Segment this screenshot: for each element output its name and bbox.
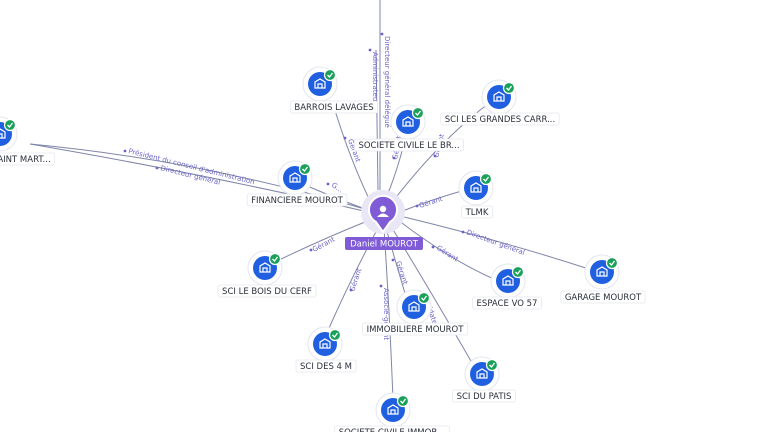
edge-sci-bois <box>274 219 371 263</box>
company-label-bg <box>289 100 379 114</box>
company-label: ESPACE VO 57 <box>477 299 538 309</box>
edge-arrow-saint-mart <box>155 166 159 170</box>
company-label-bg <box>295 359 357 373</box>
verified-check-icon <box>396 394 410 408</box>
edge-label-tlmk: Gérant <box>418 195 444 210</box>
company-label-bg <box>560 290 646 304</box>
company-node-espace[interactable]: ESPACE VO 57 <box>472 263 542 310</box>
edge-label-espace: Gérant <box>435 244 460 264</box>
edge-arrow-garage <box>461 230 465 234</box>
edge-espace <box>397 219 497 281</box>
company-label: TLMK <box>465 208 489 218</box>
company-node-tlmk[interactable]: TLMK <box>458 170 494 219</box>
person-icon <box>377 205 389 217</box>
edge-label-sc-immob: Associé-gérant <box>382 288 390 340</box>
company-label-bg <box>217 284 317 298</box>
company-label: SOCIETE CIVILE IMMOB... <box>339 428 446 432</box>
verified-check-icon <box>411 106 425 120</box>
company-label: BARROIS LAVAGES <box>294 103 373 113</box>
edge-garage <box>399 215 593 271</box>
company-label: IMMOBILIERE MOUROT <box>367 325 465 335</box>
verified-check-icon <box>328 328 342 342</box>
edge-top-offscreen <box>375 49 379 191</box>
edge-arrow-financiere <box>326 182 330 186</box>
edge-arrow-immobiliere <box>391 258 395 262</box>
company-label-bg <box>334 425 450 432</box>
company-label-bg <box>452 389 516 403</box>
company-node-financiere[interactable]: FINANCIERE MOUROT <box>246 160 348 207</box>
verified-check-icon <box>511 265 525 279</box>
company-label: SCI DES 4 M <box>300 362 352 372</box>
edge-arrow-barrois <box>343 136 347 140</box>
verified-check-icon <box>502 81 516 95</box>
company-node-sci-grandes[interactable]: SCI LES GRANDES CARR... <box>440 79 560 126</box>
company-node-sci-bois[interactable]: SCI LE BOIS DU CERF <box>217 250 317 298</box>
verified-check-icon <box>479 172 493 186</box>
verified-check-icon <box>268 252 282 266</box>
company-label: AINT MART... <box>0 155 51 165</box>
company-node-sc-immob[interactable]: SOCIETE CIVILE IMMOB... <box>334 392 450 432</box>
company-node-sci-4m[interactable]: SCI DES 4 M <box>295 326 357 373</box>
company-node-immobiliere[interactable]: IMMOBILIERE MOUROT <box>362 289 468 336</box>
company-node-barrois[interactable]: BARROIS LAVAGES <box>289 66 379 114</box>
company-label: SCI DU PATIS <box>457 392 512 402</box>
company-label: SOCIETE CIVILE LE BR... <box>358 141 459 151</box>
center-person-label: Daniel MOUROT <box>350 240 419 250</box>
verified-check-icon <box>605 256 619 270</box>
edge-arrow-sc-le-br <box>392 156 396 160</box>
company-label: GARAGE MOUROT <box>565 293 642 303</box>
center-label-bg <box>345 237 423 250</box>
company-label-bg <box>461 205 493 219</box>
company-label: SCI LES GRANDES CARR... <box>445 115 555 125</box>
company-label-bg <box>0 152 56 166</box>
edge-label-sci-bois: Gérant <box>311 235 336 253</box>
company-label-bg <box>440 112 560 126</box>
edge-arrow-top-offscreen <box>380 32 384 36</box>
company-label: FINANCIERE MOUROT <box>251 196 344 206</box>
company-label-bg <box>354 138 464 152</box>
edge-arrow-sci-bois <box>309 248 313 252</box>
company-label: SCI LE BOIS DU CERF <box>222 287 312 297</box>
company-label-bg <box>246 193 348 207</box>
edge-label-top-offscreen: Administrateur <box>371 52 379 104</box>
company-node-garage[interactable]: GARAGE MOUROT <box>560 254 646 304</box>
verified-check-icon <box>417 291 431 305</box>
verified-check-icon <box>3 118 17 132</box>
edge-arrow-tlmk <box>415 204 419 208</box>
edge-label-top-offscreen: Directeur général délégué <box>383 36 391 128</box>
center-person-node[interactable]: Daniel MOUROT <box>345 190 423 250</box>
edge-label-saint-mart: Président du conseil d'administration <box>128 147 256 186</box>
edge-arrow-sc-immob <box>379 284 383 288</box>
verified-check-icon <box>323 68 337 82</box>
company-node-saint-mart[interactable]: AINT MART... <box>0 116 56 166</box>
verified-check-icon <box>298 162 312 176</box>
company-node-sci-patis[interactable]: SCI DU PATIS <box>452 356 516 403</box>
company-label-bg <box>362 322 468 336</box>
edge-arrow-saint-mart <box>123 149 127 153</box>
edge-arrow-espace <box>431 245 435 249</box>
edge-tlmk <box>399 189 466 213</box>
verified-check-icon <box>485 358 499 372</box>
edge-label-financiere: G... <box>330 181 345 194</box>
edge-arrow-sci-grandes <box>433 154 437 158</box>
company-label-bg <box>472 296 542 310</box>
edge-label-immobiliere: Gérant <box>394 260 409 286</box>
edge-arrow-top-offscreen <box>368 48 372 52</box>
edge-barrois <box>332 103 373 206</box>
edge-label-garage: Directeur général <box>465 228 525 257</box>
edge-arrow-sci-4m <box>349 288 353 292</box>
company-node-sc-le-br[interactable]: SOCIETE CIVILE LE BR... <box>354 104 464 152</box>
